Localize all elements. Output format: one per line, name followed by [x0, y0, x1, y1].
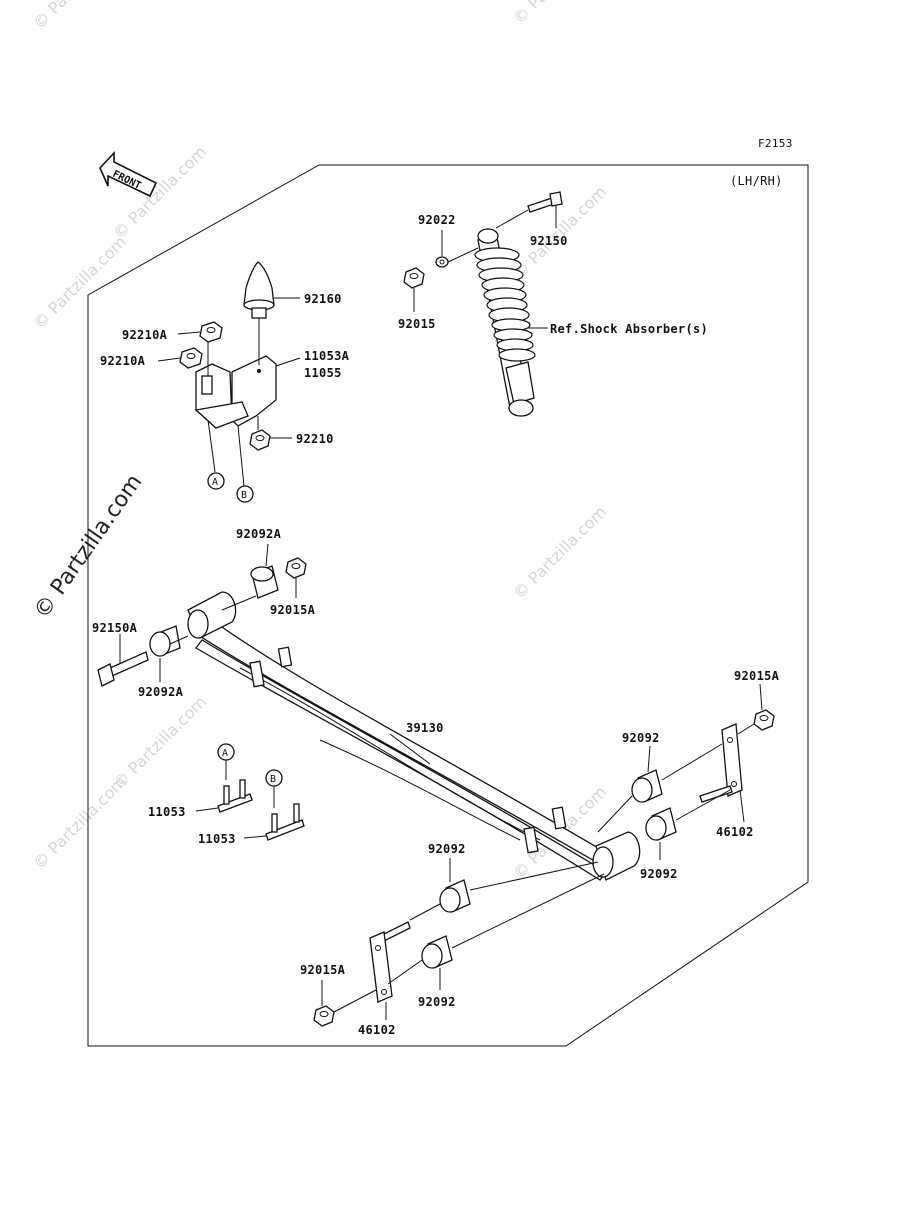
part-label: 92092: [428, 842, 466, 856]
watermark: © Partzilla.com: [109, 692, 210, 793]
part-label: 92092: [640, 867, 678, 881]
part-label: 92150: [530, 234, 568, 248]
bracket-assembly: [194, 355, 277, 429]
part-label: 11053: [198, 832, 236, 846]
watermark: © Partzilla.com: [509, 502, 610, 603]
shackle-46102-left: [369, 931, 393, 1003]
part-label: 11053A: [304, 349, 350, 363]
part-label: 92210: [296, 432, 334, 446]
side-note: (LH/RH): [730, 174, 783, 188]
part-label: 92160: [304, 292, 342, 306]
callout-letter: B: [270, 774, 276, 785]
shock-absorber: [474, 228, 536, 417]
part-label: 11053: [148, 805, 186, 819]
part-label: 92210A: [122, 328, 168, 342]
nut-92210A-top: [199, 321, 223, 343]
ref-label: Ref.Shock Absorber(s): [550, 322, 708, 336]
callout-letter: A: [222, 748, 228, 759]
bushing-92092A-left: [149, 625, 181, 657]
diagram-frame: [87, 164, 809, 1047]
nut-92015A-left: [313, 1005, 335, 1027]
part-label: 92015A: [300, 963, 346, 977]
diagram-code: F2153: [758, 137, 793, 150]
callout-letter: B: [241, 490, 247, 501]
nut-92210A-bottom: [179, 347, 203, 369]
callout-letter: A: [212, 477, 218, 488]
part-label: 92092A: [138, 685, 184, 699]
nut-92210: [249, 429, 271, 451]
callout-a: [207, 472, 225, 490]
bump-stop: [243, 261, 275, 319]
bushing-92092-lower: [421, 935, 453, 969]
bushing-92092-right: [645, 807, 677, 841]
part-label: 92092: [622, 731, 660, 745]
part-label: 92022: [418, 213, 456, 227]
nut-92015A-right: [753, 709, 775, 731]
part-label: 92015: [398, 317, 436, 331]
nut-92015: [403, 267, 425, 289]
part-label: 92210A: [100, 354, 146, 368]
part-label: 11055: [304, 366, 342, 380]
watermark: © Partzilla.com: [29, 0, 130, 33]
part-label: 92092A: [236, 527, 282, 541]
bolt-92150: [527, 191, 563, 213]
part-label: 46102: [716, 825, 754, 839]
part-label: 39130: [406, 721, 444, 735]
callout-b: [236, 485, 254, 503]
stud-plate-11053-b: [265, 803, 305, 841]
bushing-92092-center: [439, 879, 471, 913]
bushing-92092A-top: [250, 565, 279, 599]
bushing-92092-upper-right: [631, 769, 663, 803]
leaf-spring: [187, 591, 641, 881]
bolt-92150A: [97, 651, 149, 687]
watermark: © Partzilla.com: [509, 0, 610, 28]
nut-92015A-top: [285, 557, 307, 579]
watermark: © Partzilla.com: [29, 232, 130, 333]
part-label: 92150A: [92, 621, 138, 635]
part-label: 92092: [418, 995, 456, 1009]
stud-plate-11053-a: [217, 779, 253, 813]
part-label: 92015A: [270, 603, 316, 617]
part-label: 46102: [358, 1023, 396, 1037]
watermark: © Partzilla.com: [109, 142, 210, 243]
shackle-46102-right: [699, 723, 743, 803]
front-arrow-icon: FRONT: [99, 150, 158, 198]
watermark: © Partzilla.com: [29, 772, 130, 873]
part-label: 92015A: [734, 669, 780, 683]
